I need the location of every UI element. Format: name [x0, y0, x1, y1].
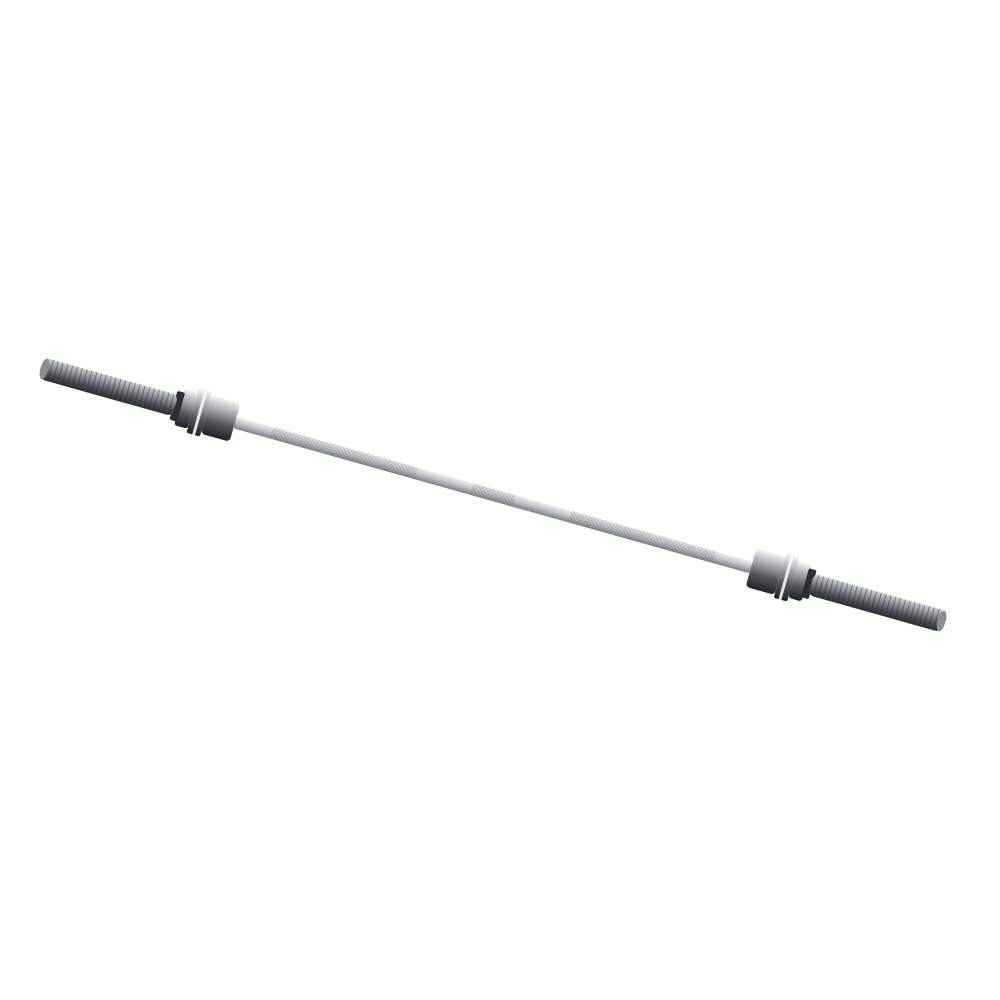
right-collar — [746, 549, 817, 602]
bar-shaft — [232, 417, 754, 573]
right-sleeve — [809, 575, 947, 632]
watermark-text: ONEDA — [247, 429, 505, 549]
left-sleeve — [39, 358, 177, 415]
left-collar — [169, 388, 240, 441]
